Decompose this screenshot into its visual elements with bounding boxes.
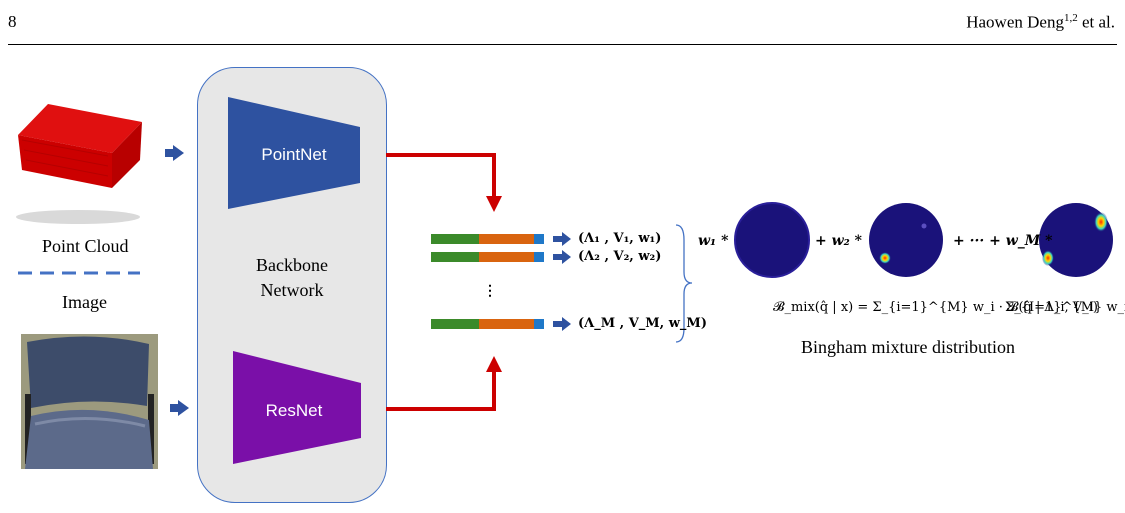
arrow-pointnet-to-features — [386, 153, 502, 212]
image-label: Image — [62, 292, 107, 312]
weight-w2: + w₂ * — [815, 233, 862, 249]
arrow-resnet-to-features — [386, 356, 502, 411]
weights-sum-constraint: Σ_{I=1}^{M} w_i = 1 — [1005, 300, 1125, 315]
running-head: Haowen Deng1,2 et al. — [966, 12, 1115, 33]
arrow-image-to-resnet — [170, 400, 189, 416]
tuple-row-2: (Λ₂ , V₂, w₂) — [578, 249, 662, 264]
bingham-sphere-1 — [734, 202, 810, 278]
weight-w2-star: * — [854, 233, 862, 249]
tuple-arrows — [553, 232, 571, 331]
bingham-sphere-2 — [869, 203, 943, 277]
vertical-ellipsis: ⋮ — [483, 283, 497, 299]
pointnet-block — [228, 97, 360, 209]
feature-bar-2 — [431, 252, 544, 262]
weight-w2-text: + w₂ — [815, 233, 850, 249]
weight-wm-text: + ··· + w_M — [953, 233, 1041, 249]
author-name: Haowen Deng — [966, 12, 1064, 32]
tuple-row-1: (Λ₁ , V₁, w₁) — [578, 231, 662, 246]
author-affiliation: 1,2 — [1063, 12, 1078, 24]
output-brace — [675, 224, 693, 343]
mixture-caption: Bingham mixture distribution — [801, 337, 1015, 357]
mixture-formula: 𝓑_mix(q̂ | x) = Σ_{i=1}^{M} w_i · 𝓑(q̂ |… — [773, 300, 1098, 315]
tuple-row-m: (Λ_M , V_M, w_M) — [578, 316, 707, 331]
weight-wm-star: * — [1045, 233, 1053, 249]
chair-image — [21, 334, 158, 469]
backbone-label: Backbone Network — [197, 253, 387, 303]
page-number: 8 — [8, 12, 17, 31]
feature-bar-m — [431, 319, 544, 329]
resnet-label: ResNet — [265, 401, 323, 420]
weight-w1-star: * — [721, 233, 729, 249]
weight-wm: + ··· + w_M * — [953, 233, 1052, 249]
backbone-label-line2: Network — [260, 280, 324, 300]
arrow-pointcloud-to-pointnet — [165, 145, 184, 161]
feature-bar-1 — [431, 234, 544, 244]
point-cloud-shadow — [16, 210, 140, 224]
weight-w1: w₁ * — [698, 233, 728, 249]
backbone-label-line1: Backbone — [256, 255, 328, 275]
chair-image-drawing — [21, 334, 158, 469]
pointnet-label: PointNet — [261, 145, 327, 164]
weight-w1-text: w₁ — [698, 233, 717, 249]
author-suffix: et al. — [1077, 12, 1115, 32]
header-rule — [8, 44, 1117, 45]
point-cloud-brick — [18, 104, 142, 188]
point-cloud-label: Point Cloud — [42, 236, 129, 256]
resnet-block — [233, 351, 361, 464]
bingham-sphere-m — [1039, 203, 1113, 277]
